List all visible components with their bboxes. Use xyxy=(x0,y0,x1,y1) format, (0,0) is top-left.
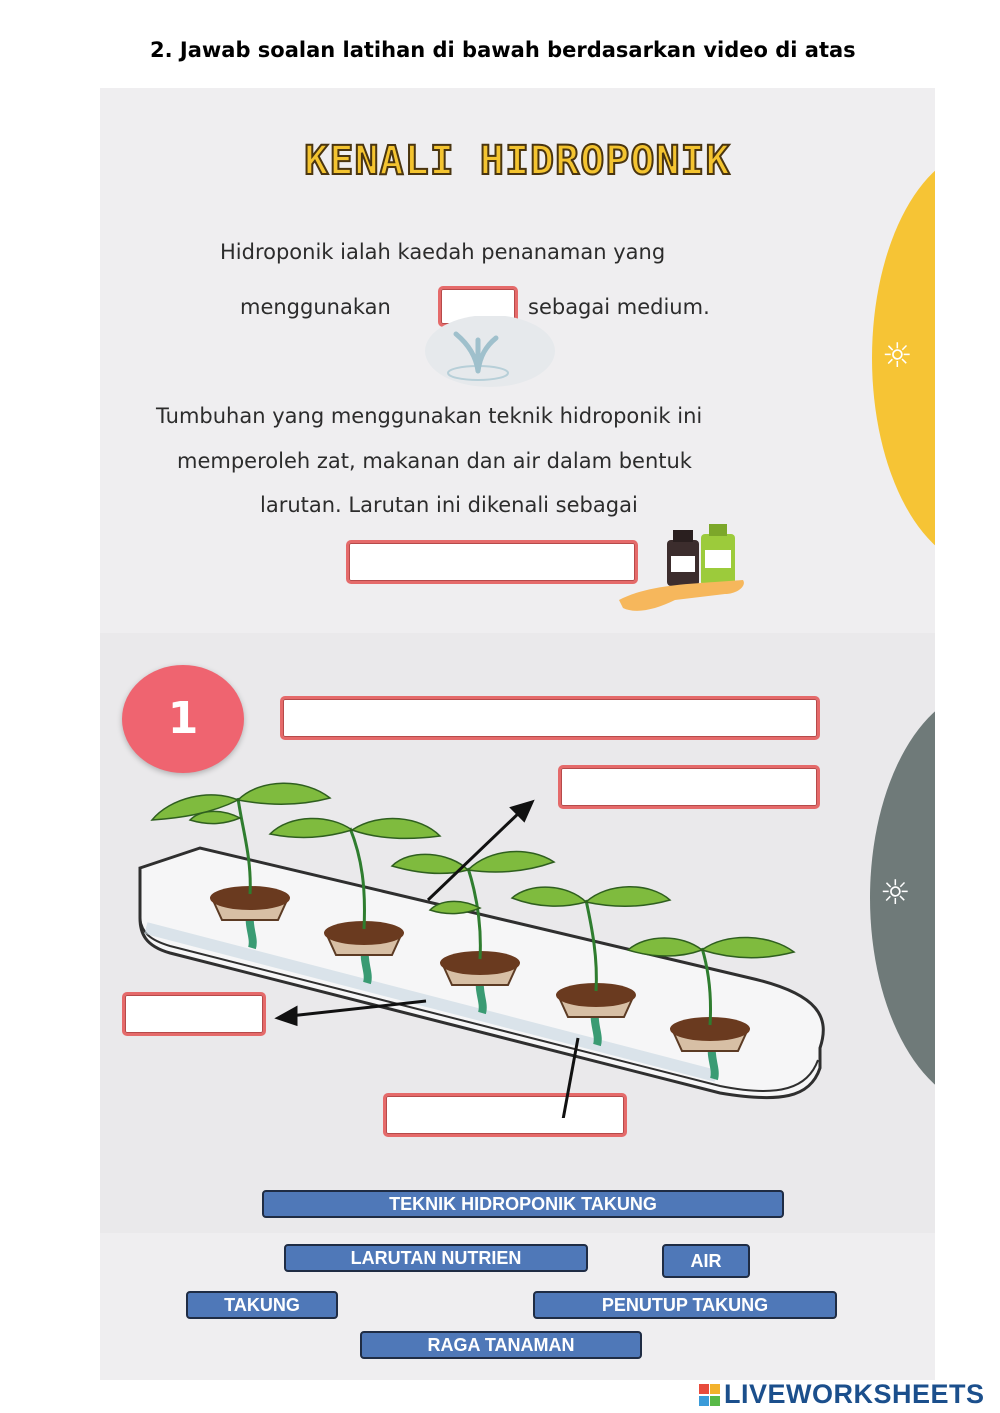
section-number-badge: 1 xyxy=(122,665,244,773)
lightbulb-icon: ☼ xyxy=(882,336,913,376)
answer-blank-bottom-label[interactable] xyxy=(383,1093,627,1137)
answer-chip[interactable]: TAKUNG xyxy=(186,1291,338,1319)
answer-blank-solution[interactable] xyxy=(346,540,638,584)
paragraph-line: larutan. Larutan ini dikenali sebagai xyxy=(260,493,638,517)
worksheet-image: ☼ ☼ KENALI HIDROPONIK Hidroponik ialah k… xyxy=(100,88,935,1380)
liveworksheets-logo: LIVEWORKSHEETS xyxy=(698,1378,985,1410)
answer-chip[interactable]: RAGA TANAMAN xyxy=(360,1331,642,1359)
instruction-heading: 2. Jawab soalan latihan di bawah berdasa… xyxy=(150,38,856,62)
answer-blank-plant-label[interactable] xyxy=(558,765,820,809)
answer-chip[interactable]: LARUTAN NUTRIEN xyxy=(284,1244,588,1272)
hydroponic-tray-illustration xyxy=(138,782,825,1118)
worksheet-title: KENALI HIDROPONIK xyxy=(303,137,731,185)
paragraph-line: memperoleh zat, makanan dan air dalam be… xyxy=(177,449,692,473)
lightbulb-icon: ☼ xyxy=(880,873,911,913)
brand-name: LIVEWORKSHEETS xyxy=(724,1378,985,1409)
answer-chip[interactable]: PENUTUP TAKUNG xyxy=(533,1291,837,1319)
answer-chip[interactable]: AIR xyxy=(662,1244,750,1278)
logo-mark-icon xyxy=(698,1383,721,1407)
paragraph-line: Tumbuhan yang menggunakan teknik hidropo… xyxy=(156,404,703,428)
answer-blank-left-label[interactable] xyxy=(122,992,266,1036)
paragraph-line: menggunakan xyxy=(240,295,391,319)
answer-chip[interactable]: TEKNIK HIDROPONIK TAKUNG xyxy=(262,1190,784,1218)
paragraph-line: Hidroponik ialah kaedah penanaman yang xyxy=(220,240,666,264)
answer-blank-title[interactable] xyxy=(280,696,820,740)
water-splash-icon xyxy=(425,316,555,387)
nutrient-bottles-icon xyxy=(619,524,744,611)
paragraph-line: sebagai medium. xyxy=(528,295,710,319)
